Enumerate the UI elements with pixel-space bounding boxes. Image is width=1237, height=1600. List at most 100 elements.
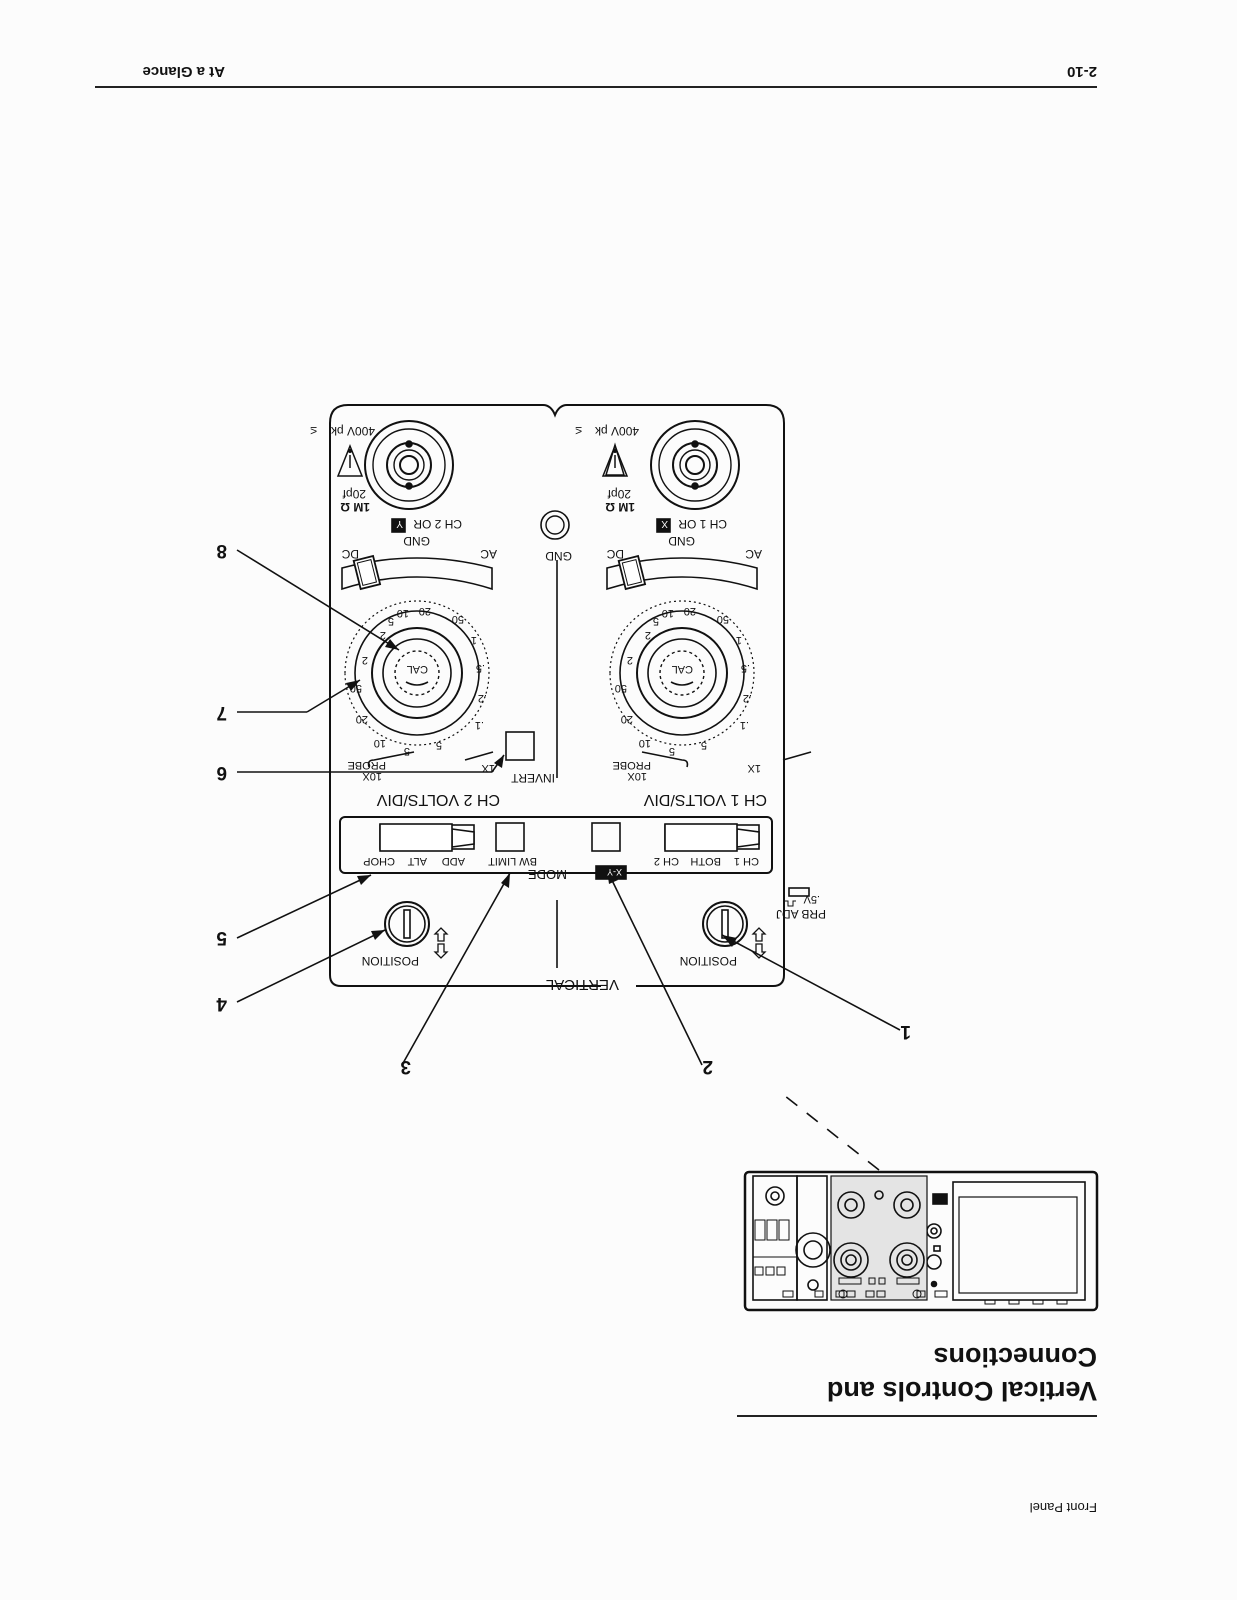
svg-text:5: 5 — [436, 739, 442, 751]
xy-label: X-Y — [607, 867, 622, 877]
ch2-dial-scale: .1 .2 .5 1 50 20 10 5 2 2 50 20 10 5 5 — [350, 605, 487, 757]
ch1-x-box — [656, 518, 671, 533]
ch1-dc-label: DC — [606, 547, 624, 561]
ch2-coupling-switch[interactable] — [341, 554, 493, 591]
ch2-input-label: CH 2 OR — [413, 517, 462, 531]
square-wave-icon — [785, 900, 796, 907]
svg-text:2: 2 — [645, 629, 651, 641]
svg-text:20: 20 — [356, 713, 368, 725]
ch1-impedance: 1M Ω — [605, 500, 635, 514]
svg-text:50: 50 — [350, 682, 362, 694]
ch2-dc-label: DC — [341, 547, 359, 561]
mode-label: MODE — [528, 867, 567, 882]
ch1-gnd-label: GND — [668, 534, 695, 548]
oscilloscope-overview — [743, 1170, 1099, 1312]
svg-text:50: 50 — [615, 682, 627, 694]
ch1-position-arrows-icon — [751, 927, 767, 959]
svg-text:2: 2 — [380, 629, 386, 641]
ch2-bnc-connector[interactable] — [364, 420, 454, 510]
ch2-impedance: 1M Ω — [340, 500, 370, 514]
svg-text:.1: .1 — [475, 719, 484, 731]
ch1-probe-label: PROBE — [612, 759, 651, 771]
ch1-le-symbol: ≤ — [575, 424, 582, 438]
ch1-coupling-switch[interactable] — [606, 554, 758, 591]
dashed-leader — [779, 1091, 880, 1171]
add-alt-chop-switch[interactable] — [379, 823, 475, 852]
callout-leaders — [236, 549, 901, 1066]
prb-adj-label: PRB ADJ — [776, 907, 826, 921]
svg-text:.2: .2 — [478, 692, 487, 704]
ch2-capacitance: 20pf — [342, 487, 366, 501]
ch1-bnc-connector[interactable] — [650, 420, 740, 510]
invert-label: INVERT — [511, 771, 555, 785]
ch2-position-knob[interactable] — [384, 901, 430, 947]
ch1-x-label: X — [661, 518, 668, 529]
ch2-voltage-rating: 400V pk — [330, 424, 375, 438]
svg-text:.5: .5 — [476, 662, 485, 674]
ch1-input-label: CH 1 OR — [678, 517, 727, 531]
svg-text:5: 5 — [653, 615, 659, 627]
ch1-ac-label: AC — [745, 547, 762, 561]
center-gnd-label: GND — [545, 549, 572, 563]
ch1-probe-10x: 10X — [627, 770, 647, 782]
svg-text:5: 5 — [388, 615, 394, 627]
prb-adj-terminal[interactable] — [788, 887, 810, 897]
svg-text:2: 2 — [362, 654, 368, 666]
ch2-position-label: POSITION — [362, 954, 419, 968]
svg-text:.5: .5 — [741, 662, 750, 674]
ch2-ac-label: AC — [480, 547, 497, 561]
invert-button[interactable] — [505, 731, 535, 761]
svg-text:10: 10 — [397, 607, 409, 619]
ch2-probe-label: PROBE — [347, 759, 386, 771]
ch1-voltage-rating: 400V pk — [594, 424, 639, 438]
svg-text:50: 50 — [717, 613, 729, 625]
svg-text:5: 5 — [701, 739, 707, 751]
svg-text:20: 20 — [419, 605, 431, 617]
ch1-position-knob[interactable] — [702, 901, 748, 947]
prb-adj-voltage: .5V — [803, 893, 820, 905]
mode-ch2-label: CH 2 — [654, 855, 679, 867]
callout-arrowheads — [346, 639, 737, 947]
ch2-cal-label: CAL — [407, 663, 428, 675]
ch1-capacitance: 20pf — [607, 487, 631, 501]
ch2-le-symbol: ≤ — [310, 424, 317, 438]
mode-alt-label: ALT — [407, 855, 427, 867]
ch1-cal-label: CAL — [672, 663, 693, 675]
bw-limit-label: BW LIMIT — [488, 855, 537, 867]
ch1-cal-arrow-icon — [670, 681, 694, 686]
bw-limit-button[interactable] — [495, 822, 525, 852]
ground-jack[interactable] — [540, 510, 570, 540]
svg-text:50: 50 — [452, 613, 464, 625]
svg-text:1: 1 — [736, 634, 742, 646]
xy-button[interactable] — [591, 822, 621, 852]
ch1-volts-div-knob[interactable] — [609, 600, 755, 746]
mode-box — [339, 816, 773, 874]
mode-add-label: ADD — [442, 855, 465, 867]
ch2-volts-div-knob[interactable] — [344, 600, 490, 746]
ch2-y-label: Y — [396, 518, 403, 529]
ch2-position-arrows-icon — [433, 927, 449, 959]
svg-text:.1: .1 — [740, 719, 749, 731]
svg-text:2: 2 — [627, 654, 633, 666]
vertical-panel — [329, 404, 812, 987]
svg-text:20: 20 — [621, 713, 633, 725]
ch2-gnd-label: GND — [403, 534, 430, 548]
svg-text:20: 20 — [684, 605, 696, 617]
ch1-caution-icon — [601, 442, 629, 477]
ch2-cal-arrow-icon — [405, 681, 429, 686]
svg-text:10: 10 — [374, 737, 386, 749]
ch1-both-ch2-switch[interactable] — [664, 823, 760, 852]
svg-text:1: 1 — [471, 634, 477, 646]
svg-text:.2: .2 — [743, 692, 752, 704]
ch1-dial-scale: .1 .2 .5 1 50 20 10 5 2 2 50 20 10 5 5 — [615, 605, 752, 757]
ch1-probe-1x: 1X — [747, 762, 761, 774]
ch2-probe-10x: 10X — [362, 770, 382, 782]
svg-text:10: 10 — [662, 607, 674, 619]
mode-chop-label: CHOP — [363, 855, 395, 867]
ch2-y-box — [391, 518, 406, 533]
svg-text:5: 5 — [404, 745, 410, 757]
mode-ch1-label: CH 1 — [734, 855, 759, 867]
svg-text:10: 10 — [639, 737, 651, 749]
